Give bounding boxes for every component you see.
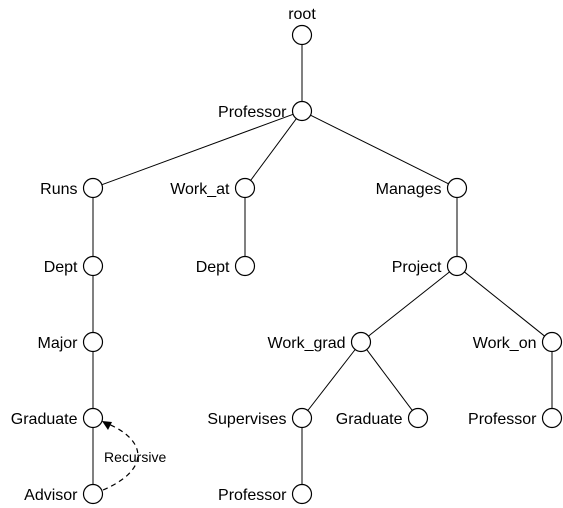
recursive-label: Recursive bbox=[104, 449, 166, 465]
node-graduate-left: Graduate bbox=[11, 407, 104, 429]
node-label: Runs bbox=[40, 181, 77, 198]
node-label: Professor bbox=[218, 104, 287, 121]
node-circle bbox=[291, 483, 313, 505]
edge-work-grad-graduate-mid bbox=[366, 349, 413, 411]
node-work-grad: Work_grad bbox=[268, 331, 372, 353]
node-label: Professor bbox=[218, 487, 287, 504]
node-label: root bbox=[288, 6, 316, 23]
node-circle bbox=[82, 255, 104, 277]
node-label: Graduate bbox=[336, 411, 403, 428]
node-label: Work_at bbox=[170, 181, 230, 198]
node-professor-right: Professor bbox=[468, 407, 563, 429]
node-professor: Professor bbox=[218, 100, 313, 122]
node-dept-left: Dept bbox=[44, 255, 104, 277]
node-runs: Runs bbox=[40, 177, 104, 199]
node-circle bbox=[541, 407, 563, 429]
node-circle bbox=[291, 24, 313, 46]
node-label: Major bbox=[37, 335, 78, 352]
edges-layer bbox=[92, 44, 553, 485]
node-label: Work_grad bbox=[268, 335, 346, 352]
node-circle bbox=[350, 331, 372, 353]
node-work-on: Work_on bbox=[473, 331, 563, 353]
recursive-arrowhead bbox=[102, 421, 112, 430]
node-circle bbox=[82, 483, 104, 505]
node-label: Dept bbox=[44, 259, 78, 276]
node-supervises: Supervises bbox=[207, 407, 313, 429]
recursive-link: Recursive bbox=[102, 421, 166, 491]
node-circle bbox=[82, 331, 104, 353]
node-circle bbox=[291, 100, 313, 122]
node-label: Manages bbox=[376, 181, 442, 198]
node-project: Project bbox=[392, 255, 468, 277]
node-manages: Manages bbox=[376, 177, 468, 199]
node-advisor: Advisor bbox=[24, 483, 104, 505]
node-professor-bottom: Professor bbox=[218, 483, 313, 505]
node-label: Advisor bbox=[24, 487, 78, 504]
edge-professor-work-at bbox=[250, 118, 297, 181]
node-root: root bbox=[288, 6, 316, 46]
node-circle bbox=[541, 331, 563, 353]
node-circle bbox=[82, 177, 104, 199]
node-label: Professor bbox=[468, 411, 537, 428]
node-circle bbox=[82, 407, 104, 429]
node-major: Major bbox=[37, 331, 104, 353]
node-label: Dept bbox=[196, 259, 230, 276]
node-label: Work_on bbox=[473, 335, 537, 352]
node-circle bbox=[234, 177, 256, 199]
node-circle bbox=[446, 177, 468, 199]
node-circle bbox=[407, 407, 429, 429]
node-circle bbox=[446, 255, 468, 277]
node-label: Graduate bbox=[11, 411, 78, 428]
node-work-at: Work_at bbox=[170, 177, 256, 199]
node-dept-mid: Dept bbox=[196, 255, 256, 277]
edge-project-work-on bbox=[464, 271, 545, 337]
edge-project-work-grad bbox=[368, 271, 450, 337]
node-label: Project bbox=[392, 259, 442, 276]
node-label: Supervises bbox=[207, 411, 286, 428]
node-graduate-mid: Graduate bbox=[336, 407, 429, 429]
node-circle bbox=[234, 255, 256, 277]
edge-professor-manages bbox=[310, 114, 449, 185]
edge-work-grad-supervises bbox=[307, 349, 356, 411]
node-circle bbox=[291, 407, 313, 429]
edge-professor-runs bbox=[101, 113, 294, 186]
